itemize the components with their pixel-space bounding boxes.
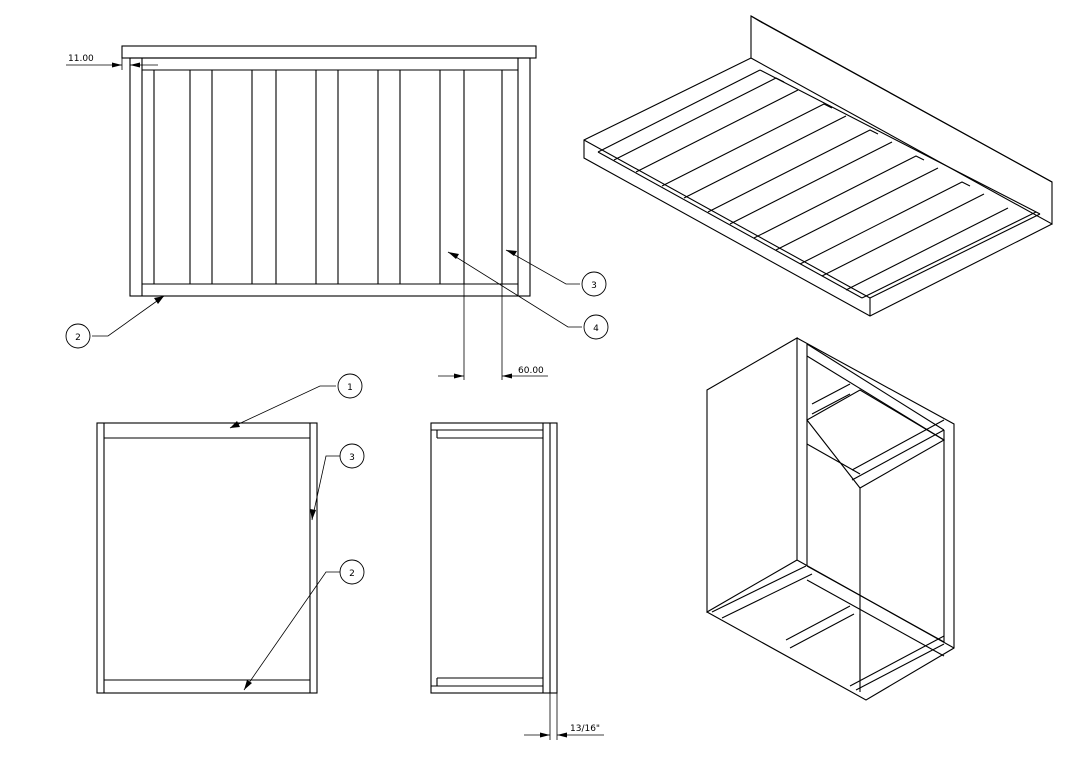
isometric-cabinet [706,337,955,701]
leader-3-plan: 3 [310,443,365,521]
leader-4-front: 4 [447,251,609,340]
leader-2-front: 2 [65,295,165,349]
dimension-top-gap: 11.00 [66,54,158,70]
dimension-slat-width: 60.00 [438,284,548,380]
outer-frame [129,57,531,297]
balloon-4-front: 4 [593,324,599,334]
balloon-2-plan: 2 [349,569,355,579]
plan-view: 1 3 2 [96,373,365,694]
leader-3-front: 3 [505,249,607,297]
leader-2-plan: 2 [243,559,365,691]
isometric-underside [583,15,1053,317]
balloon-3-plan: 3 [349,453,355,463]
side-view: 13/16" [430,422,604,740]
leader-1-plan: 1 [229,373,363,429]
dimension-label-slat-width: 60.00 [518,366,544,376]
front-view: 11.00 60.00 2 3 4 [65,45,609,380]
balloon-1-plan: 1 [347,383,353,393]
iso-slats [613,77,1009,291]
dimension-thickness: 13/16" [524,693,604,740]
dimension-label-thickness: 13/16" [570,724,600,734]
balloon-2-front: 2 [75,333,81,343]
top-board [121,45,537,59]
balloon-3-front: 3 [591,281,597,291]
slats [153,70,503,284]
dimension-label-top-gap: 11.00 [68,54,94,64]
